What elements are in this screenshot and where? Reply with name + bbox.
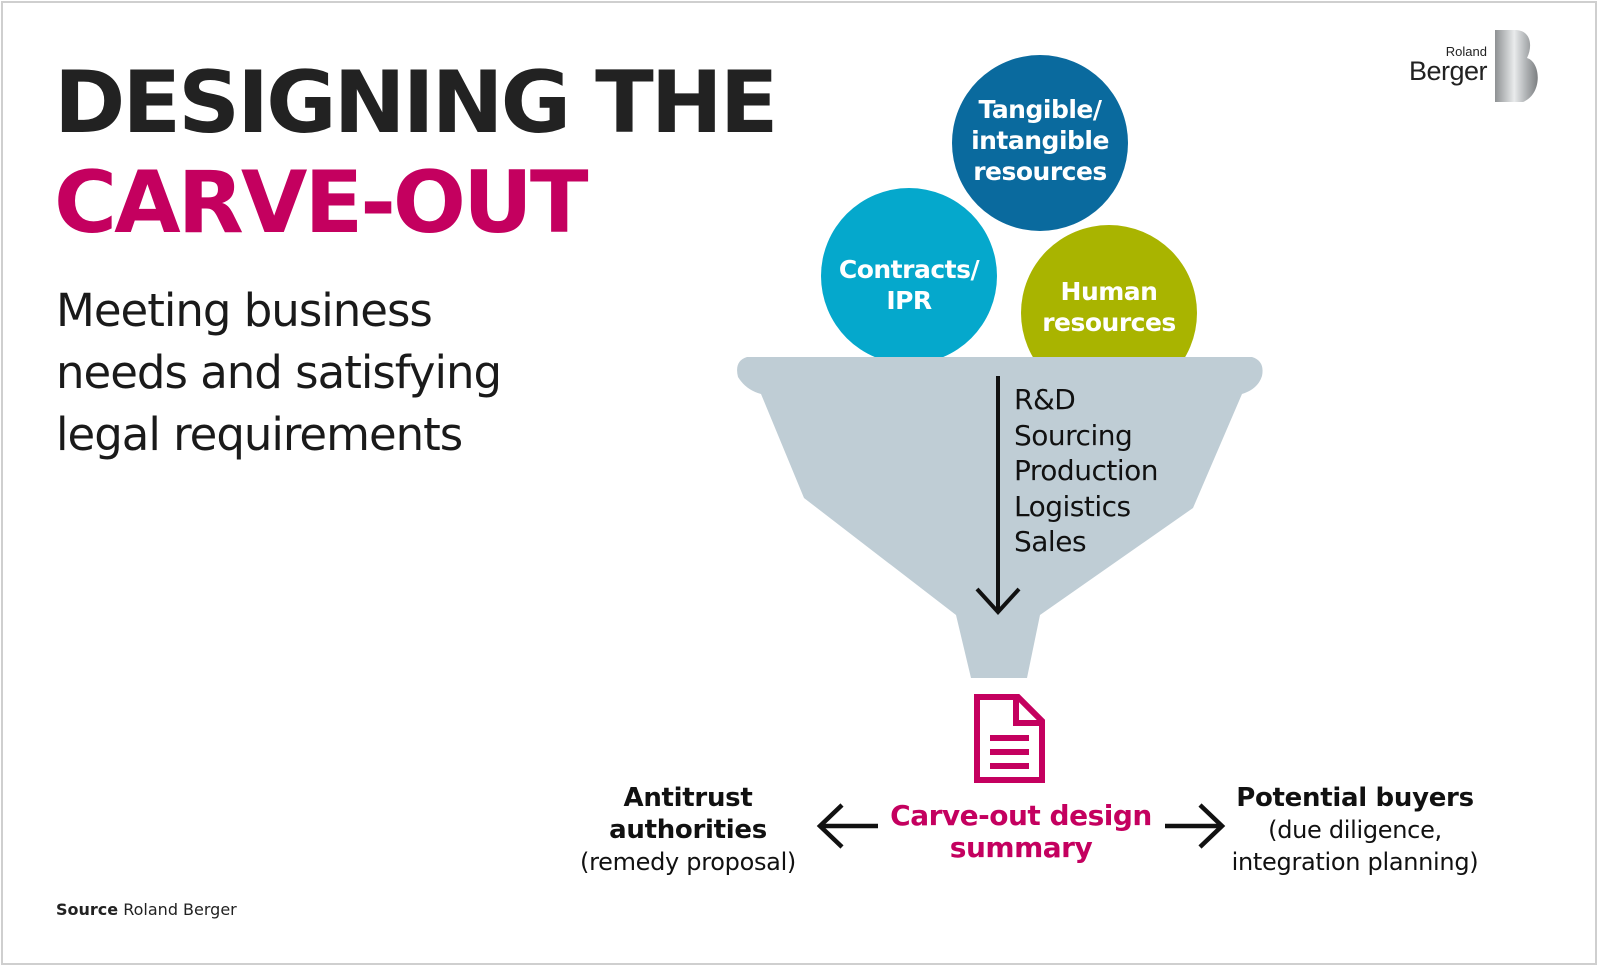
subtitle: Meeting business needs and satisfying le… <box>56 280 576 466</box>
buyers-line-2: (due diligence, <box>1268 816 1442 844</box>
antitrust-line-1: Antitrust <box>623 783 753 813</box>
left-arrow-icon <box>816 803 878 849</box>
subtitle-line-1: Meeting business <box>56 284 433 337</box>
tangible-label-line-1: Tangible/ <box>978 95 1102 124</box>
contracts-ipr-label: Contracts/ IPR <box>829 254 989 316</box>
page-title-line-2: CARVE-OUT <box>54 153 588 253</box>
function-item: Logistics <box>1014 489 1131 523</box>
tangible-label-line-3: resources <box>973 157 1107 186</box>
document-icon <box>974 694 1045 783</box>
source-note: Source Roland Berger <box>56 900 237 919</box>
contracts-ipr-circle <box>821 188 997 364</box>
contracts-label-line-1: Contracts/ <box>838 255 980 284</box>
tangible-resources-label: Tangible/ intangible resources <box>960 94 1120 187</box>
human-label-line-1: Human <box>1060 277 1158 306</box>
summary-line-2: summary <box>949 831 1093 864</box>
tangible-label-line-2: intangible <box>971 126 1109 155</box>
source-label: Source <box>56 900 119 919</box>
potential-buyers-label: Potential buyers (due diligence, integra… <box>1220 782 1490 878</box>
contracts-label-line-2: IPR <box>886 286 932 315</box>
antitrust-authorities-label: Antitrust authorities (remedy proposal) <box>578 782 798 878</box>
business-functions-list: R&D Sourcing Production Logistics Sales <box>1014 382 1158 560</box>
buyers-line-3: integration planning) <box>1231 848 1479 876</box>
down-arrow-icon <box>975 376 1021 615</box>
function-item: Production <box>1014 454 1158 487</box>
tangible-resources-circle <box>952 55 1128 231</box>
antitrust-line-3: (remedy proposal) <box>580 848 796 876</box>
logo-text-top: Roland <box>1445 44 1487 59</box>
human-resources-label: Human resources <box>1029 276 1189 338</box>
subtitle-line-2: needs and satisfying <box>56 346 502 399</box>
human-label-line-2: resources <box>1042 308 1176 337</box>
subtitle-line-3: legal requirements <box>56 408 463 461</box>
function-item: Sales <box>1014 525 1087 558</box>
antitrust-line-2: authorities <box>609 815 767 845</box>
right-arrow-icon <box>1165 803 1226 849</box>
summary-line-1: Carve-out design <box>890 799 1152 832</box>
logo-b-mark-icon <box>1495 30 1538 102</box>
logo-text-bottom: Berger <box>1408 56 1488 86</box>
source-value: Roland Berger <box>123 900 237 919</box>
function-item: Sourcing <box>1014 418 1133 452</box>
roland-berger-logo: Roland Berger <box>1395 28 1545 104</box>
page-title-line-1: DESIGNING THE <box>54 53 779 153</box>
buyers-line-1: Potential buyers <box>1236 783 1474 813</box>
carve-out-summary-label: Carve-out design summary <box>880 800 1162 864</box>
function-item: R&D <box>1014 383 1076 416</box>
